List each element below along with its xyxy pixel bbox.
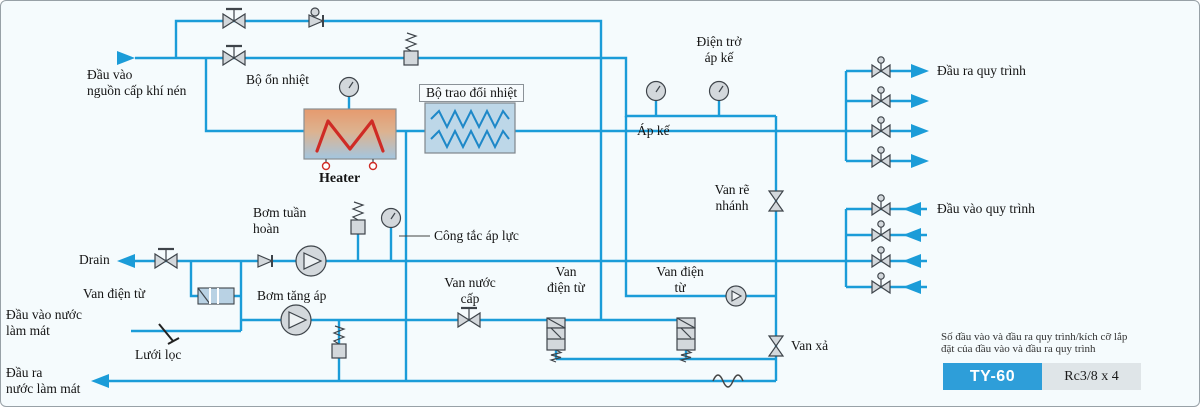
check-valve-circle-icon (725, 285, 747, 307)
supply-water-valve-label: Van nước cấp (444, 275, 496, 306)
piping-network (107, 19, 927, 383)
heat-exchanger-label: Bộ trao đổi nhiệt (419, 84, 525, 102)
process-outlet-valves (871, 56, 891, 168)
shutoff-valve-top-2 (221, 44, 247, 67)
strainer-label: Lưới lọc (135, 347, 182, 362)
process-inlet-arrows (903, 202, 921, 294)
thermostat-label: Bộ ổn nhiệt (246, 72, 309, 87)
pressure-switch-gauge-icon (380, 207, 402, 229)
pressure-gauge-label: Áp kế (637, 123, 670, 138)
relief-valve-top (403, 32, 419, 66)
pressure-switch-label: Công tắc áp lực (434, 228, 519, 243)
port-note: Số đầu vào và đầu ra quy trình/kích cỡ l… (941, 331, 1128, 355)
heater-element-icon (315, 119, 385, 153)
cooling-outlet-label: Đầu ra nước làm mát (6, 365, 81, 396)
thermostat-gauge-icon (338, 76, 360, 98)
flex-joint-icon (712, 374, 744, 388)
drain-arrow (117, 254, 135, 268)
booster-pump-label: Bơm tăng áp (257, 288, 327, 303)
cooling-outlet-arrow (91, 374, 109, 388)
air-inlet-arrow (117, 51, 135, 65)
check-valve-loop (257, 254, 273, 268)
solenoid-valve-left-icon (197, 287, 235, 305)
supply-water-valve-icon (456, 306, 482, 329)
shutoff-valve-top-1 (221, 7, 247, 30)
drain-shutoff-valve (153, 247, 179, 270)
resistor-gauge-label: Điện trở áp kế (696, 34, 742, 65)
exchanger-coil-icon (430, 108, 510, 130)
port-size-badge: Rc3/8 x 4 (1042, 363, 1141, 390)
model-badge: TY-60 (943, 363, 1042, 390)
process-outlet-arrows (911, 64, 929, 168)
heat-exchanger-unit (424, 102, 516, 154)
exchanger-coil-icon (430, 128, 510, 150)
drain-label: Drain (79, 252, 110, 267)
process-outlet-label: Đầu ra quy trình (937, 63, 1026, 78)
resistor-gauge-icon (708, 80, 730, 102)
process-inlet-valves (871, 194, 891, 294)
process-inlet-label: Đầu vào quy trình (937, 201, 1035, 216)
circulation-pump-label: Bơm tuần hoàn (253, 205, 307, 236)
pressure-regulator-icon (350, 201, 366, 235)
air-inlet-label: Đầu vào nguồn cấp khí nén (87, 67, 187, 98)
heater-label: Heater (319, 171, 361, 186)
pressure-gauge-icon (645, 80, 667, 102)
heater-unit (303, 108, 397, 171)
circulation-pump-icon (295, 245, 327, 277)
solenoid-valve-left-label: Van điện từ (83, 286, 146, 301)
cooling-inlet-label: Đầu vào nước làm mát (6, 307, 82, 338)
solenoid-valve-mid-label: Van điện từ (547, 264, 585, 295)
drain-valve-label: Van xả (791, 338, 829, 353)
solenoid-valve-right-label: Van điện từ (656, 264, 704, 295)
strainer-icon (158, 323, 180, 345)
check-valve-ball (310, 7, 320, 17)
booster-pump-icon (280, 304, 312, 336)
check-valve-top (308, 14, 324, 28)
branch-valve-label: Van rẽ nhánh (714, 182, 750, 213)
drain-valve-icon (768, 335, 784, 357)
branch-valve-icon (768, 190, 784, 212)
